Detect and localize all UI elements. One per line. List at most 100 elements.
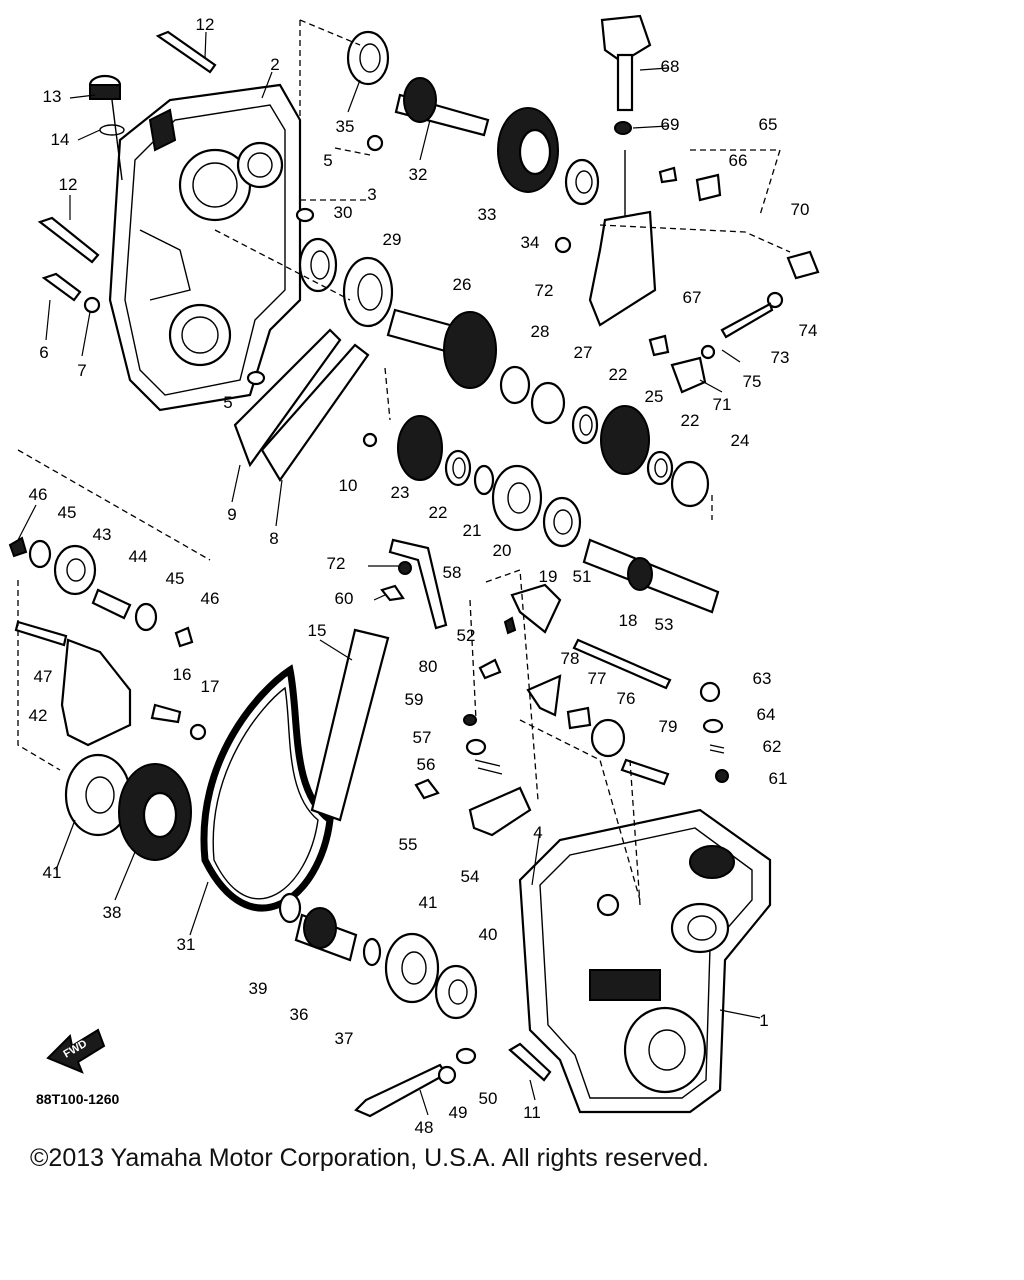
part-callout-33: 33	[478, 205, 497, 224]
part-callout-10: 10	[339, 476, 358, 495]
part-callout-7: 7	[77, 361, 86, 380]
leader-lines	[17, 31, 761, 1116]
shift-lever-assembly	[588, 14, 820, 394]
part-callout-8: 8	[269, 529, 278, 548]
part-callout-32: 32	[409, 165, 428, 184]
part-callout-37: 37	[335, 1029, 354, 1048]
part-callout-48: 48	[415, 1118, 434, 1137]
part-callout-14: 14	[51, 130, 70, 149]
part-callout-17: 17	[201, 677, 220, 696]
part-callout-59: 59	[405, 690, 424, 709]
part-callout-6: 6	[39, 343, 48, 362]
part-callout-78: 78	[561, 649, 580, 668]
primary-shaft-assembly	[386, 308, 710, 508]
main-shaft-assembly	[362, 415, 720, 614]
part-callout-65: 65	[759, 115, 778, 134]
part-callout-54: 54	[461, 867, 480, 886]
part-callout-28: 28	[531, 322, 550, 341]
part-callout-15: 15	[308, 621, 327, 640]
part-callout-61: 61	[769, 769, 788, 788]
fwd-arrow-icon: FWD	[46, 1028, 106, 1074]
part-callout-51: 51	[573, 567, 592, 586]
part-callout-12: 12	[196, 15, 215, 34]
part-callout-20: 20	[493, 541, 512, 560]
part-callout-12: 12	[59, 175, 78, 194]
part-callout-74: 74	[799, 321, 818, 340]
part-callout-42: 42	[29, 706, 48, 725]
part-callout-25: 25	[645, 387, 664, 406]
part-callout-43: 43	[93, 525, 112, 544]
crankcase-lower	[518, 808, 772, 1114]
part-callout-44: 44	[129, 547, 148, 566]
drive-gear-lower	[64, 753, 192, 861]
exploded-parts-diagram: FWD 88T100-1260 122351314125330296753233…	[8, 14, 820, 1137]
part-callout-79: 79	[659, 717, 678, 736]
part-callout-30: 30	[334, 203, 353, 222]
part-callout-57: 57	[413, 728, 432, 747]
part-callout-41: 41	[419, 893, 438, 912]
part-callout-16: 16	[173, 665, 192, 684]
part-callout-39: 39	[249, 979, 268, 998]
part-callout-2: 2	[270, 55, 279, 74]
part-callout-38: 38	[103, 903, 122, 922]
part-callout-60: 60	[335, 589, 354, 608]
part-callout-40: 40	[479, 925, 498, 944]
part-callout-58: 58	[443, 563, 462, 582]
part-callout-72: 72	[327, 554, 346, 573]
output-shaft-lower	[278, 892, 478, 1020]
part-callout-1: 1	[759, 1011, 768, 1030]
part-callout-5: 5	[323, 151, 332, 170]
part-callout-31: 31	[177, 935, 196, 954]
part-callout-46: 46	[29, 485, 48, 504]
part-callout-66: 66	[729, 151, 748, 170]
part-callout-5: 5	[223, 393, 232, 412]
part-callout-50: 50	[479, 1089, 498, 1108]
bolts-left	[37, 30, 384, 386]
dipstick	[88, 74, 125, 181]
part-callout-46: 46	[201, 589, 220, 608]
left-bracket-group	[8, 536, 207, 747]
part-callout-45: 45	[58, 503, 77, 522]
part-callout-22: 22	[681, 411, 700, 430]
diagram-code: 88T100-1260	[36, 1091, 120, 1107]
part-callout-11: 11	[523, 1103, 541, 1122]
part-callout-80: 80	[419, 657, 438, 676]
part-callout-72: 72	[535, 281, 554, 300]
part-callout-73: 73	[771, 348, 790, 367]
part-callout-71: 71	[713, 395, 732, 414]
part-callout-27: 27	[574, 343, 593, 362]
part-callout-76: 76	[617, 689, 636, 708]
part-callout-23: 23	[391, 483, 410, 502]
part-callout-77: 77	[588, 669, 607, 688]
part-callout-13: 13	[43, 87, 62, 106]
part-callout-45: 45	[166, 569, 185, 588]
shift-fork-group	[380, 538, 729, 837]
part-callout-75: 75	[743, 372, 762, 391]
part-callout-3: 3	[367, 185, 376, 204]
part-callout-19: 19	[539, 567, 558, 586]
part-callout-52: 52	[457, 626, 476, 645]
part-callout-63: 63	[753, 669, 772, 688]
part-callout-53: 53	[655, 615, 674, 634]
part-callout-70: 70	[791, 200, 810, 219]
part-callout-55: 55	[399, 835, 418, 854]
part-callout-47: 47	[34, 667, 53, 686]
part-callout-49: 49	[449, 1103, 468, 1122]
part-callout-9: 9	[227, 505, 236, 524]
part-callout-62: 62	[763, 737, 782, 756]
part-callout-56: 56	[417, 755, 436, 774]
part-callout-22: 22	[609, 365, 628, 384]
part-callout-68: 68	[661, 57, 680, 76]
bearings-upper	[298, 30, 394, 328]
part-callout-41: 41	[43, 863, 62, 882]
part-callout-22: 22	[429, 503, 448, 522]
part-callout-26: 26	[453, 275, 472, 294]
part-callout-67: 67	[683, 288, 702, 307]
bolts-bottom	[354, 1042, 552, 1118]
secondary-shaft-upper	[394, 77, 600, 254]
part-callout-4: 4	[533, 823, 542, 842]
part-callout-64: 64	[757, 705, 776, 724]
gaskets	[233, 328, 370, 483]
part-callout-24: 24	[731, 431, 750, 450]
